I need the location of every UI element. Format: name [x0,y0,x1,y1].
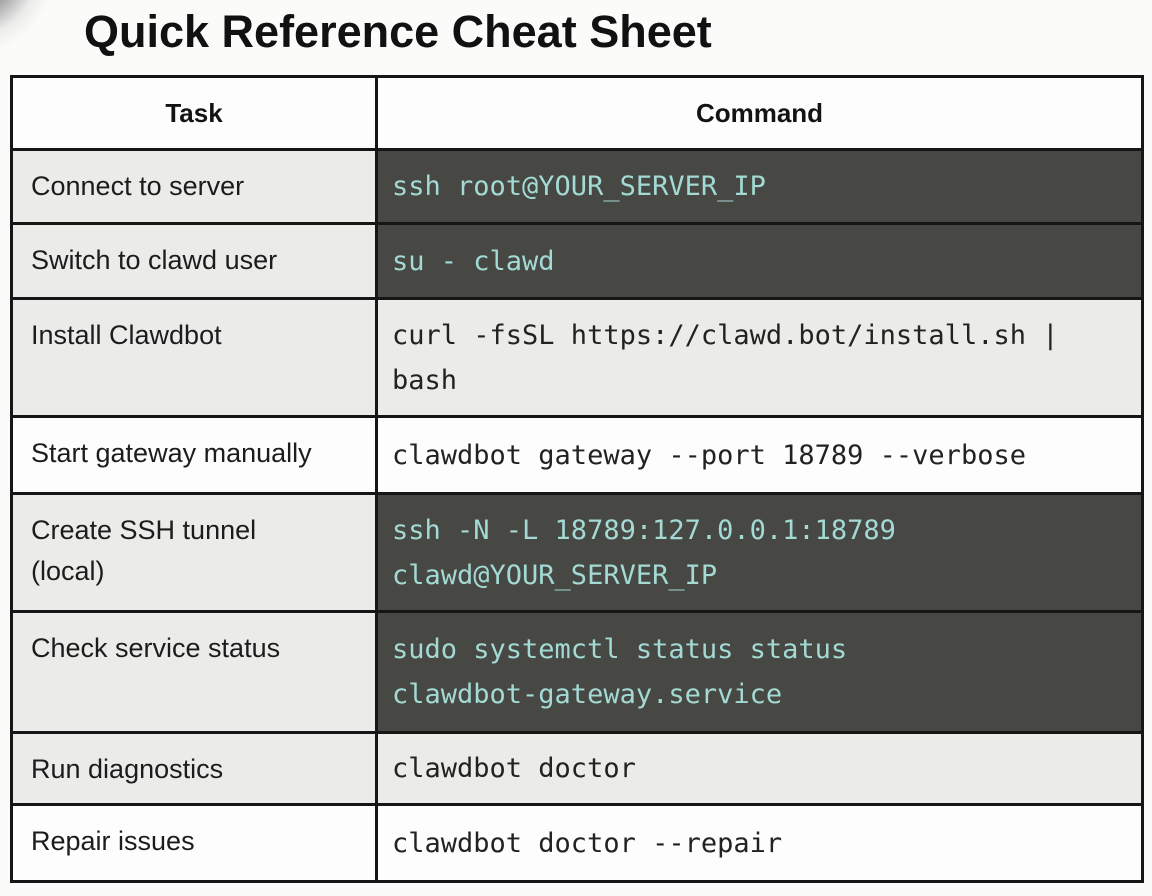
table-body: Connect to server ssh root@YOUR_SERVER_I… [10,148,1144,883]
task-cell: Create SSH tunnel (local) [10,492,378,613]
command-cell: curl -fsSL https://clawd.bot/install.sh … [375,297,1144,418]
table-row: Repair issues clawdbot doctor --repair [10,803,1144,883]
command-text: ssh root@YOUR_SERVER_IP [392,171,766,202]
page-title: Quick Reference Cheat Sheet [84,6,712,57]
command-text: curl -fsSL https://clawd.bot/install.sh … [392,319,1059,396]
table-row: Start gateway manually clawdbot gateway … [10,415,1144,495]
command-text: sudo systemctl status status clawdbot-ga… [392,634,848,710]
command-cell: clawdbot gateway --port 18789 --verbose [375,415,1144,495]
table-row: Check service status sudo systemctl stat… [10,610,1144,734]
header-row: Task Command [10,75,1144,151]
table-row: Run diagnostics clawdbot doctor [10,731,1144,806]
table-header: Task Command [10,75,1144,151]
cheat-sheet-table: Task Command Connect to server ssh root@… [10,75,1144,883]
command-cell: ssh root@YOUR_SERVER_IP [375,148,1144,225]
task-cell: Check service status [10,610,378,734]
task-cell: Install Clawdbot [10,297,378,418]
command-cell: clawdbot doctor --repair [375,803,1144,883]
command-text: clawdbot gateway --port 18789 --verbose [392,439,1026,471]
task-cell: Connect to server [10,148,378,225]
command-cell: su - clawd [375,222,1144,300]
task-cell: Switch to clawd user [10,222,378,300]
command-cell: sudo systemctl status status clawdbot-ga… [375,610,1144,734]
command-text: clawdbot doctor [392,753,636,784]
command-text: ssh -N -L 18789:127.0.0.1:18789 clawd@YO… [392,514,896,591]
command-cell: clawdbot doctor [375,731,1144,806]
table-row: Install Clawdbot curl -fsSL https://claw… [10,297,1144,418]
task-cell: Run diagnostics [10,731,378,806]
table-row: Switch to clawd user su - clawd [10,222,1144,300]
column-header-command: Command [375,75,1144,151]
command-text: clawdbot doctor --repair [392,827,783,859]
table-row: Create SSH tunnel (local) ssh -N -L 1878… [10,492,1144,613]
column-header-task: Task [10,75,378,151]
task-cell: Start gateway manually [10,415,378,495]
table-row: Connect to server ssh root@YOUR_SERVER_I… [10,148,1144,225]
command-cell: ssh -N -L 18789:127.0.0.1:18789 clawd@YO… [375,492,1144,613]
command-text: su - clawd [392,245,555,277]
task-cell: Repair issues [10,803,378,883]
